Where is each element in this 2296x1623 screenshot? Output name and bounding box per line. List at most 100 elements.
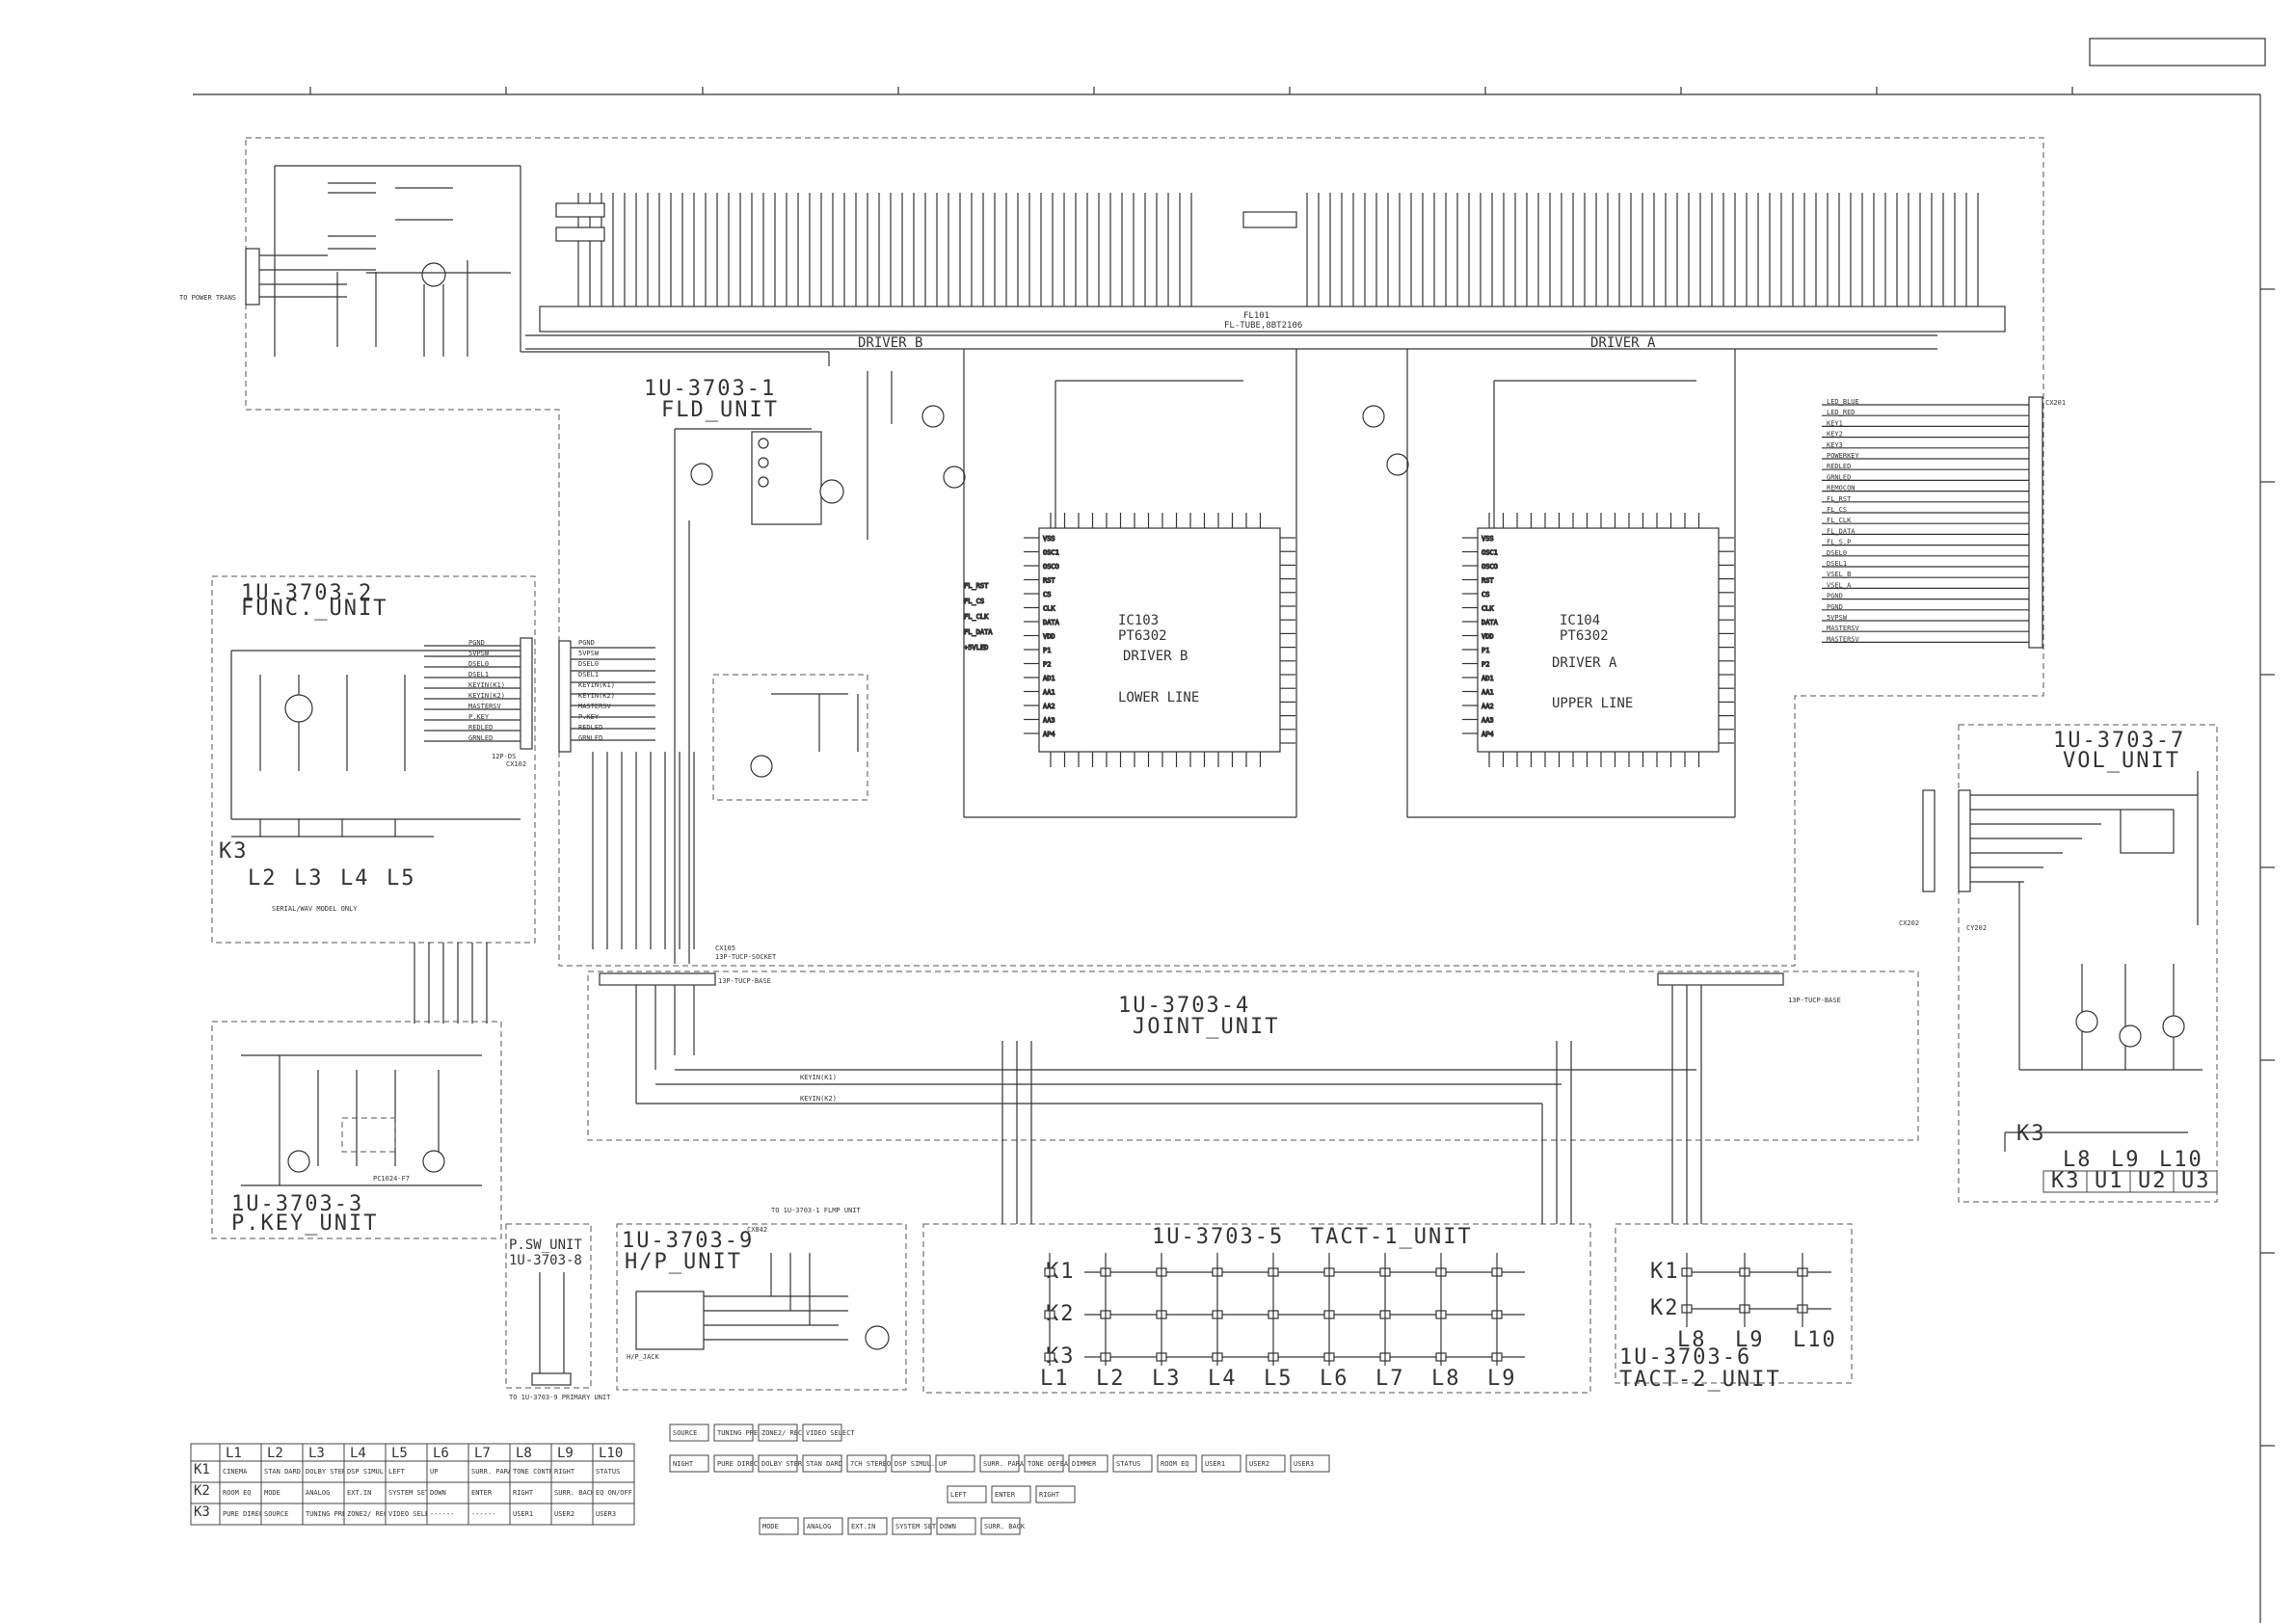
func-key-label: L2 <box>248 866 278 891</box>
driver-a-label: DRIVER A <box>1590 335 1656 351</box>
matrix-header: L10 <box>599 1446 623 1461</box>
fld-unit-sub: FLD_UNIT <box>661 398 779 422</box>
panel-button <box>980 1517 1021 1535</box>
panel-button <box>1201 1454 1241 1473</box>
tact-col-label: L3 <box>1152 1367 1182 1391</box>
matrix-header: L4 <box>350 1446 366 1461</box>
func-signal-label: KEYIN(K2) <box>468 692 505 700</box>
cx201-signal-label: 5VPSW <box>1827 614 1848 622</box>
vol-circuit <box>1970 771 2203 1152</box>
panel-button-label: USER3 <box>1294 1460 1314 1468</box>
tact-col-label: L2 <box>1096 1367 1126 1391</box>
joint-unit-boundary <box>587 971 1919 1141</box>
panel-button <box>847 1517 888 1535</box>
ic-pin-label: DATA <box>1043 619 1060 626</box>
panel-button-label: USER2 <box>1249 1460 1269 1468</box>
matrix-cell: DOWN <box>430 1489 446 1497</box>
panel-button-label: USER1 <box>1205 1460 1225 1468</box>
vol-col-label: L8 <box>2063 1148 2093 1172</box>
ic-pin-label: AA2 <box>1043 703 1055 710</box>
fld-conn-part: 13P-TUCP-SOCKET <box>715 953 777 961</box>
panel-button-label: PURE DIRECT <box>717 1460 762 1468</box>
ic103-side-label: FL_RST <box>964 582 989 590</box>
ic-pin-label: AA3 <box>1043 717 1055 725</box>
func-signal-label: DSEL1 <box>468 671 489 678</box>
tact-row-label: K2 <box>1650 1296 1680 1320</box>
func-unit-sub: FUNC._UNIT <box>241 597 387 621</box>
ic103-side-label: +5VLED <box>964 644 988 652</box>
vol-col-label: L9 <box>2111 1148 2141 1172</box>
tact1-unit-name: 1U-3703-5 <box>1152 1225 1284 1249</box>
panel-button-label: RIGHT <box>1039 1491 1060 1499</box>
ic-pin-label: AA3 <box>1482 717 1494 725</box>
panel-button <box>1068 1454 1108 1473</box>
vol-unit-name: 1U-3703-7 <box>2053 729 2185 753</box>
ic103-part: PT6302 <box>1118 628 1167 644</box>
matrix-cell: ROOM EQ <box>223 1489 252 1497</box>
psw-to-primary: TO 1U-3703-9 PRIMARY UNIT <box>509 1394 611 1401</box>
func-signal-label: MASTERSV <box>468 703 502 710</box>
matrix-cell: ANALOG <box>306 1489 330 1497</box>
joint-conn-top <box>599 972 716 986</box>
cx201-signal-label: MASTERSV <box>1827 635 1860 643</box>
ic-pin-label: OSCO <box>1043 563 1059 571</box>
panel-button-label: ENTER <box>995 1491 1016 1499</box>
panel-button-label: SURR. BACK <box>984 1523 1026 1530</box>
fld-signal-label: GRNLED <box>578 734 602 742</box>
func-fld-cable <box>558 640 695 949</box>
ic103-line: LOWER LINE <box>1118 690 1199 705</box>
joint-conn-right <box>1657 972 1784 986</box>
to-jumper-label: TO 1U-3703-1 FLMP UNIT <box>771 1207 862 1214</box>
pkey-unit-boundary <box>211 1021 502 1239</box>
panel-button <box>1024 1454 1064 1473</box>
ic-pin-label: AD1 <box>1482 675 1494 682</box>
cx202-connector <box>1922 789 1936 892</box>
frame-ticks <box>309 87 2275 1447</box>
fl-tube-part: FL-TUBE,8BT2106 <box>1224 321 1302 331</box>
matrix-cell: USER1 <box>513 1510 533 1518</box>
fl-tube-pins <box>577 193 1979 306</box>
panel-button <box>758 1423 798 1442</box>
cx201-signal-label: GRNLED <box>1827 473 1851 481</box>
panel-button <box>802 1423 842 1442</box>
func-unit-boundary <box>211 575 536 944</box>
cx201-signal-label: KEY3 <box>1827 441 1843 449</box>
cx201-signal-label: FL_DATA <box>1827 527 1855 535</box>
cx201-signal-label: LED_RED <box>1827 409 1855 416</box>
ic103-side-label: FL_DATA <box>964 628 993 636</box>
pkey-unit-name: 1U-3703-3 <box>231 1192 363 1216</box>
matrix-header: L1 <box>226 1446 242 1461</box>
matrix-cell: CINEMA <box>223 1468 248 1476</box>
panel-button-label: LEFT <box>950 1491 968 1499</box>
matrix-cell: STAN DARD <box>264 1468 301 1476</box>
panel-button-label: STATUS <box>1116 1460 1140 1468</box>
fld-signal-label: DSEL1 <box>578 671 599 678</box>
panel-button <box>669 1454 709 1473</box>
matrix-header: L2 <box>267 1446 283 1461</box>
psw-unit-name: P.SW_UNIT <box>509 1237 582 1253</box>
fld-unit-boundary <box>245 137 2044 967</box>
ic-pin-label: DATA <box>1482 619 1499 626</box>
panel-button <box>846 1454 887 1473</box>
tact2-unit-boundary <box>1615 1223 1853 1384</box>
panel-button <box>802 1454 842 1473</box>
panel-button <box>759 1517 799 1535</box>
func-key-label: L5 <box>387 866 416 891</box>
matrix-cell: USER3 <box>596 1510 616 1518</box>
vol-k3-label: K3 <box>2016 1122 2046 1146</box>
fld-signal-label: REDLED <box>578 724 602 732</box>
func-note: SERIAL/WAV MODEL ONLY <box>272 905 358 913</box>
panel-button <box>892 1517 932 1535</box>
func-signal-label: PGND <box>468 639 485 647</box>
matrix-cell: ------ <box>430 1510 454 1518</box>
ic-pin-label: CS <box>1043 591 1051 599</box>
ic104: IC104 PT6302 DRIVER A UPPER LINE VSSOSC1… <box>1462 513 1734 767</box>
pkey-unit-sub: P.KEY_UNIT <box>231 1211 378 1236</box>
func-signal-label: DSEL0 <box>468 660 489 668</box>
panel-button-label: TONE DEFEAT <box>1028 1460 1073 1468</box>
